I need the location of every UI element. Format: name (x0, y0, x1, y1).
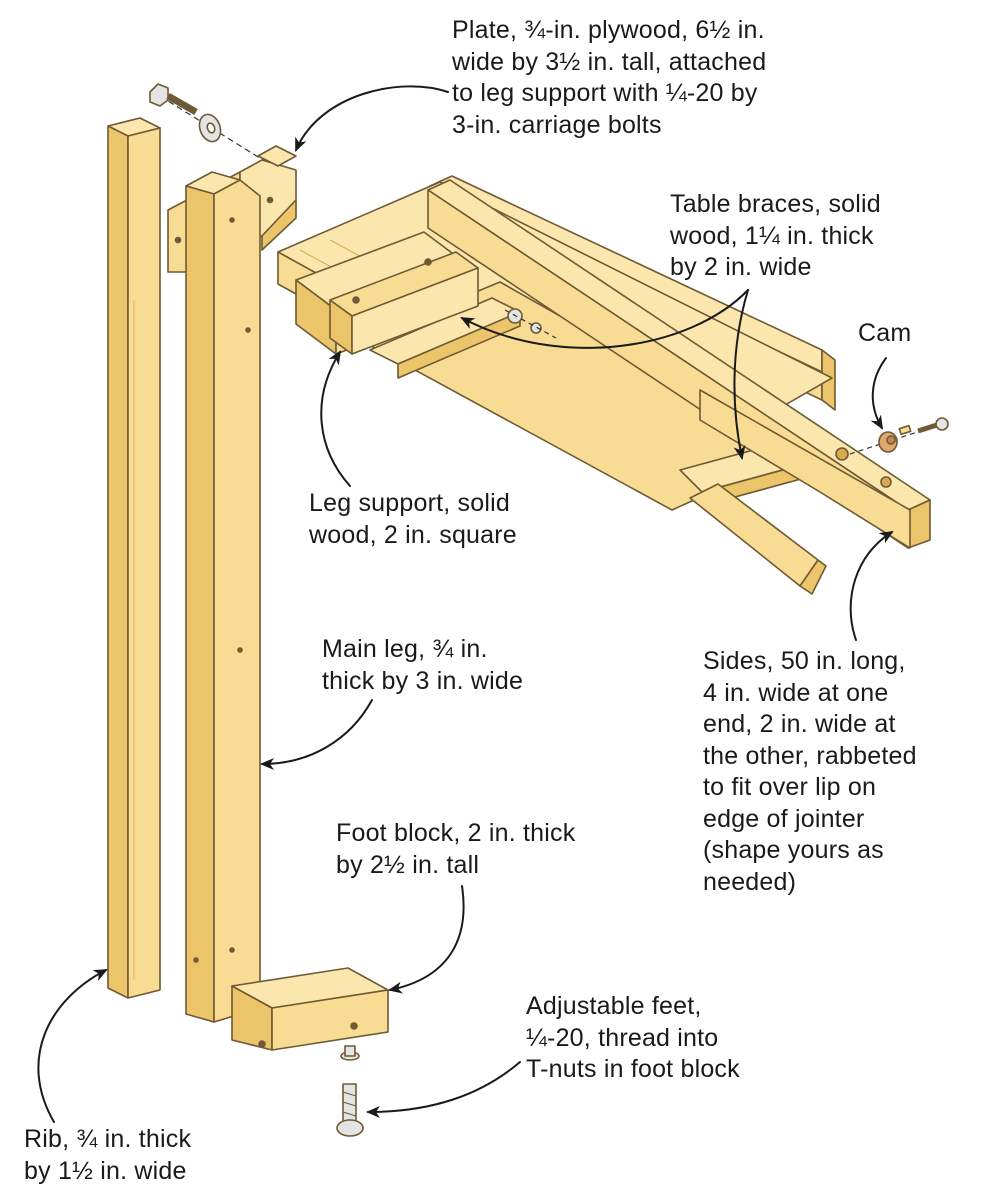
leader-sides (849, 530, 894, 641)
label-sides: Sides, 50 in. long, 4 in. wide at one en… (703, 647, 917, 896)
washer-icon (198, 113, 222, 143)
cam-pin (898, 424, 912, 436)
label-cam: Cam (858, 319, 912, 347)
leader-main-leg (260, 699, 373, 770)
leader-foot-block (388, 885, 465, 994)
leader-leg-support (320, 350, 351, 487)
leader-rib (37, 969, 108, 1123)
rib (107, 117, 161, 999)
label-plate: Plate, ¾-in. plywood, 6½ in. wide by 3½ … (452, 16, 767, 139)
leader-cam (870, 357, 887, 430)
table-assembly (277, 175, 931, 595)
label-table-braces: Table braces, solid wood, 1¼ in. thick b… (670, 190, 881, 281)
leader-braces-near (733, 289, 749, 460)
adjustable-foot-screw-icon (336, 1083, 364, 1137)
cam-disc-icon (878, 431, 898, 453)
plate-bolt-assembly (149, 83, 293, 179)
label-foot-block: Foot block, 2 in. thick by 2½ in. tall (336, 819, 576, 879)
hex-bolt-icon (149, 83, 198, 116)
cam-assembly (849, 417, 949, 455)
side-near (427, 179, 931, 549)
table-nut (530, 322, 542, 334)
label-main-leg: Main leg, ¾ in. thick by 3 in. wide (322, 635, 524, 695)
leader-braces-inner (460, 289, 749, 349)
foot-block (231, 967, 389, 1051)
table-brace-inner (369, 297, 521, 379)
leader-feet (366, 1061, 521, 1118)
t-nut-icon (340, 1045, 360, 1061)
cam-bolt-icon (917, 417, 949, 434)
main-leg-assembly (167, 145, 297, 1023)
leg-support (295, 231, 479, 355)
leader-plate (295, 85, 449, 152)
label-rib: Rib, ¾ in. thick by 1½ in. wide (24, 1125, 192, 1185)
label-adjustable-feet: Adjustable feet, ¼-20, thread into T-nut… (526, 992, 740, 1083)
label-leg-support: Leg support, solid wood, 2 in. square (309, 489, 517, 549)
table-brace-diagonal (689, 483, 827, 595)
